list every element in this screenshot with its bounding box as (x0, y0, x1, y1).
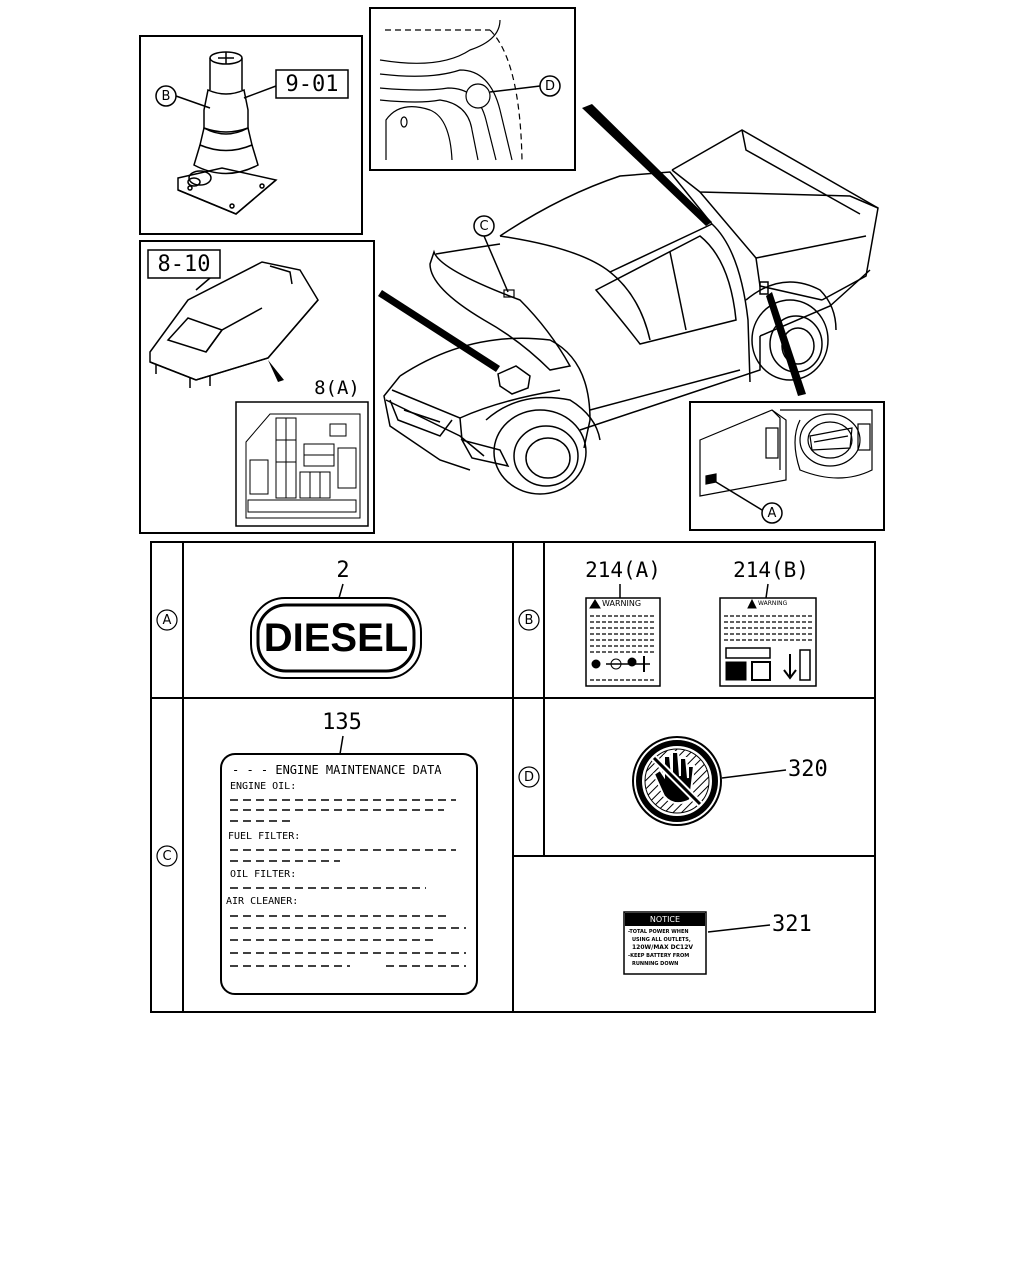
row-a-marker (156, 609, 178, 631)
leader-fuse (378, 290, 500, 372)
notice-title: NOTICE (649, 915, 681, 924)
row-d-letter: D (523, 769, 534, 785)
notice-line: RUNNING DOWN (632, 961, 679, 967)
diesel-label-text: DIESEL (263, 615, 409, 660)
warning-label-b-icon (719, 597, 817, 687)
field-air-cleaner: AIR CLEANER: (226, 896, 299, 907)
warning-b-heading: WARNING (758, 600, 788, 607)
notice-line: -KEEP BATTERY FROM (628, 953, 690, 959)
jack-icon (177, 51, 278, 215)
row-d-marker (518, 766, 540, 788)
row-b-marker (518, 609, 540, 631)
fuse-box-cover-icon (149, 261, 319, 388)
maintenance-fill-lines (230, 799, 466, 967)
warning-a-heading: WARNING (602, 599, 642, 608)
callout-d-letter: D (544, 78, 555, 94)
row-b-letter: B (524, 612, 534, 628)
row-c-letter: C (162, 848, 172, 864)
maintenance-title-text: ENGINE MAINTENANCE DATA (275, 763, 442, 777)
jack-inset (139, 35, 363, 235)
notice-part-number: 321 (772, 912, 812, 937)
callout-c-letter: C (479, 218, 489, 234)
callout-a-letter: A (767, 505, 777, 521)
diesel-part-number: 2 (336, 558, 350, 583)
warning-label-a-icon (585, 597, 661, 687)
callout-fuse-label-part-number: 8(A) (314, 377, 360, 399)
maintenance-title-dashes: - - - (232, 763, 276, 777)
field-oil-filter: OIL FILTER: (230, 869, 297, 880)
field-fuel-filter: FUEL FILTER: (228, 831, 301, 842)
field-engine-oil: ENGINE OIL: (230, 781, 297, 792)
callout-a-circle (761, 502, 783, 524)
maintenance-part-number: 135 (322, 710, 362, 735)
fuse-panel-icon (245, 413, 361, 519)
pickup-truck-drawing (383, 129, 879, 495)
warning-a-part-number: 214(A) (585, 558, 661, 582)
row-c-marker (156, 845, 178, 867)
callout-jack-part-number: 9-01 (285, 71, 339, 97)
notice-line: -TOTAL POWER WHEN (628, 929, 689, 935)
leader-d (582, 104, 712, 226)
diesel-label-icon (250, 597, 422, 679)
callout-fuse-box-part-number: 8-10 (157, 251, 211, 277)
notice-line: 120W/MAX DC12V (632, 944, 694, 951)
plug-icon (465, 83, 491, 109)
row-a-letter: A (162, 612, 172, 628)
no-hand-icon (632, 736, 722, 826)
maintenance-label-icon (220, 753, 478, 995)
fuse-box-inset (139, 240, 375, 534)
label-table (150, 541, 876, 1013)
warning-b-part-number: 214(B) (733, 558, 809, 582)
callout-d-circle (539, 75, 561, 97)
callout-c-circle (473, 215, 495, 237)
notice-line: USING ALL OUTLETS, (632, 937, 691, 943)
leader-a (766, 292, 806, 396)
wheel-arch-inset (369, 7, 576, 171)
notice-body: -TOTAL POWER WHEN USING ALL OUTLETS, 120… (628, 928, 704, 968)
maintenance-title: - - - ENGINE MAINTENANCE DATA (232, 762, 472, 778)
no-hand-part-number: 320 (788, 757, 828, 782)
fuel-door-inset (689, 401, 885, 531)
callout-b-letter: B (161, 88, 171, 104)
